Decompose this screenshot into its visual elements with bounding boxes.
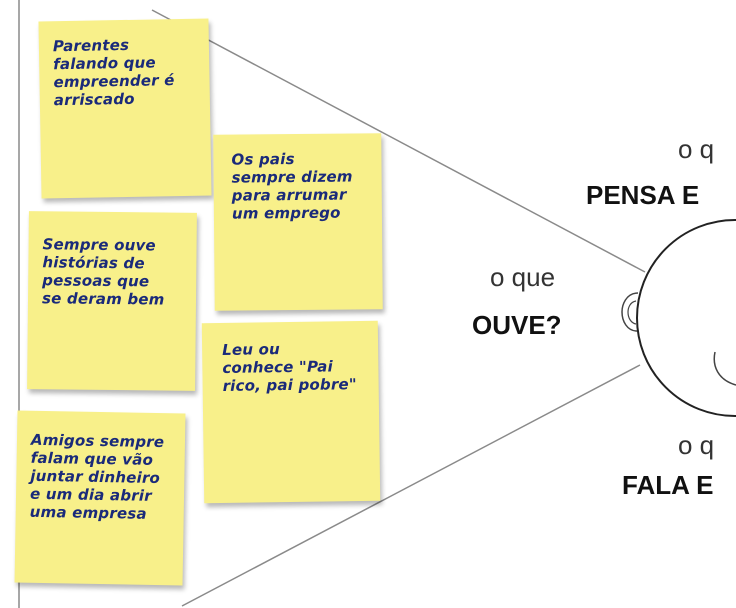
sticky-note-4: Leu ou conhece "Pai rico, pai pobre" — [201, 320, 381, 504]
sticky-note-3: Sempre ouve histórias de pessoas que se … — [27, 211, 197, 391]
mouth-icon — [713, 351, 736, 386]
hears-title-label: OUVE? — [472, 310, 562, 340]
lower-diagonal-line — [181, 364, 641, 607]
hears-prefix-label: o que — [490, 262, 556, 292]
head-circle — [636, 219, 736, 417]
thinks-prefix-label: o q — [678, 134, 715, 164]
upper-diagonal-line — [151, 9, 646, 273]
says-title-label: FALA E — [622, 470, 714, 500]
sticky-note-1: Parentes falando que empreender é arrisc… — [38, 18, 212, 199]
thinks-title-label: PENSA E — [586, 180, 700, 210]
says-prefix-label: o q — [678, 430, 715, 460]
sticky-note-5: Amigos sempre falam que vão juntar dinhe… — [14, 410, 186, 586]
ear-icon — [621, 292, 639, 332]
sticky-note-2: Os pais sempre dizem para arrumar um emp… — [213, 133, 383, 311]
ear-inner-icon — [627, 300, 637, 325]
